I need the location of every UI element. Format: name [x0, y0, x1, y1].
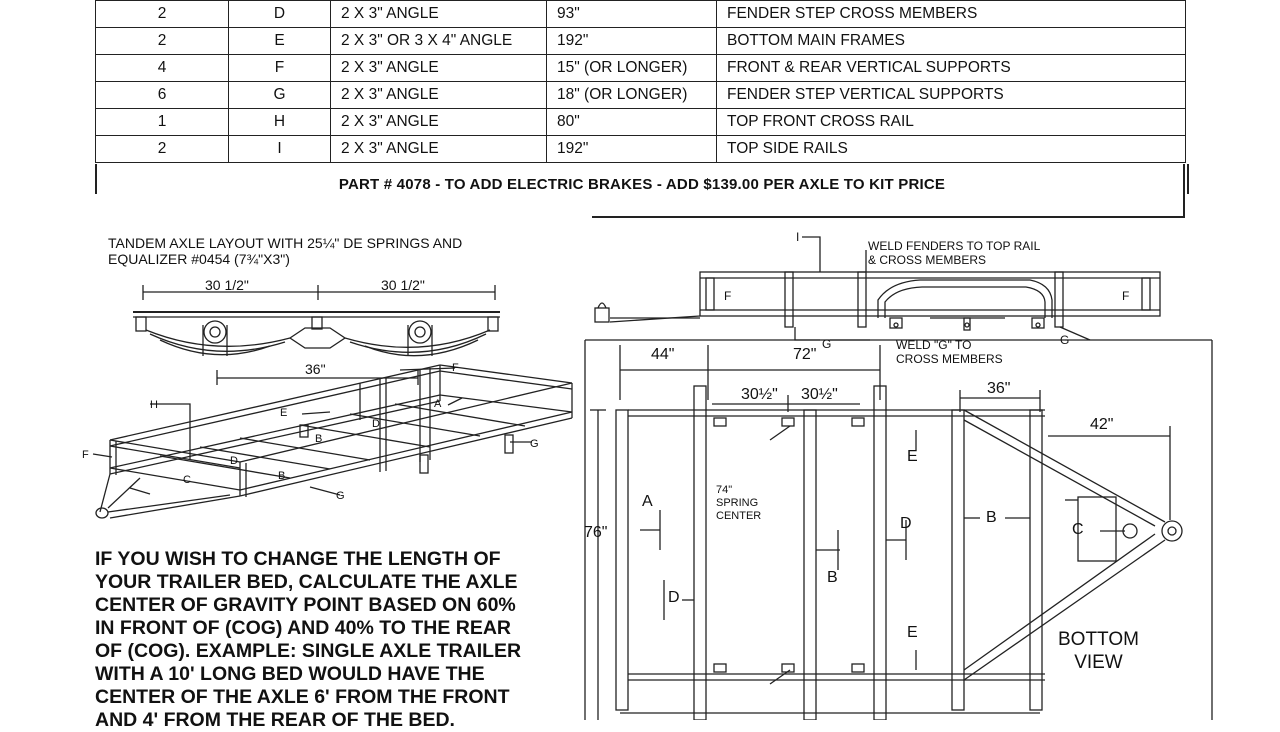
weld-g-line1: WELD "G" TO	[896, 338, 972, 352]
divider	[1183, 164, 1185, 218]
side-label-g-right: G	[1060, 333, 1070, 347]
iso-label-h: H	[150, 399, 158, 411]
brakes-note-box: PART # 4078 - TO ADD ELECTRIC BRAKES - A…	[95, 164, 1189, 194]
cog-note-line: IN FRONT OF (COG) AND 40% TO THE REAR	[95, 617, 512, 639]
plan-label-e-bottom: E	[907, 624, 918, 641]
bottom-view-diagram	[584, 339, 1213, 720]
iso-label-a: A	[434, 398, 442, 410]
plan-label-d-right: D	[900, 515, 912, 532]
table-cell-length: 15" (OR LONGER)	[546, 54, 717, 82]
cog-note-line: AND 4' FROM THE REAR OF THE BED.	[95, 709, 455, 731]
iso-label-g-right: G	[530, 438, 539, 450]
bottom-view-title: BOTTOM VIEW	[1058, 628, 1139, 674]
plan-label-a: A	[642, 493, 653, 510]
side-label-f-left: F	[724, 289, 732, 303]
dim-72: 72"	[793, 346, 817, 363]
table-cell-material: 2 X 3" ANGLE	[330, 135, 547, 163]
iso-label-f-left: F	[82, 449, 89, 461]
dim-30-b: 30½"	[801, 386, 838, 403]
plan-label-c: C	[1072, 521, 1084, 538]
plan-label-b-mid: B	[827, 569, 838, 586]
table-cell-length: 192"	[546, 27, 717, 55]
isometric-frame-diagram	[92, 364, 573, 519]
dim-36-plan: 36"	[987, 380, 1011, 397]
iso-label-c: C	[183, 474, 191, 486]
table-cell-part: E	[228, 27, 331, 55]
weld-g-line2: CROSS MEMBERS	[896, 352, 1003, 366]
dim-36: 36"	[305, 361, 326, 377]
table-cell-qty: 2	[95, 27, 229, 55]
table-cell-part: I	[228, 135, 331, 163]
table-cell-part: H	[228, 108, 331, 136]
table-cell-material: 2 X 3" OR 3 X 4" ANGLE	[330, 27, 547, 55]
spring-center-line2: SPRING	[716, 497, 759, 509]
iso-label-e: E	[280, 407, 288, 419]
cog-note-line: CENTER OF THE AXLE 6' FROM THE FRONT	[95, 686, 510, 708]
table-cell-description: TOP SIDE RAILS	[716, 135, 1186, 163]
iso-label-g-bottom: G	[336, 490, 345, 502]
plan-label-b-right: B	[986, 509, 997, 526]
tandem-caption-line1: TANDEM AXLE LAYOUT WITH 25¼" DE SPRINGS …	[108, 235, 463, 251]
table-cell-length: 18" (OR LONGER)	[546, 81, 717, 109]
side-label-f-right: F	[1122, 289, 1130, 303]
iso-label-f-top: F	[452, 362, 459, 374]
bottom-view-line2: VIEW	[1074, 652, 1123, 673]
iso-label-b-top: B	[315, 433, 323, 445]
spring-center-line3: CENTER	[716, 510, 762, 522]
table-cell-qty: 1	[95, 108, 229, 136]
cog-note-line: IF YOU WISH TO CHANGE THE LENGTH OF	[95, 548, 501, 570]
table-cell-length: 192"	[546, 135, 717, 163]
dim-30-right: 30 1/2"	[381, 277, 425, 293]
bottom-view-line1: BOTTOM	[1058, 629, 1139, 650]
plan-label-d-left: D	[668, 589, 680, 606]
brakes-note: PART # 4078 - TO ADD ELECTRIC BRAKES - A…	[338, 176, 946, 193]
tandem-axle-diagram	[133, 285, 500, 385]
tandem-caption-line2: EQUALIZER #0454 (7¾"X3")	[108, 251, 290, 267]
weld-fenders-line2: & CROSS MEMBERS	[868, 253, 987, 267]
dim-76: 76"	[584, 524, 608, 541]
dim-44: 44"	[651, 346, 675, 363]
table-cell-description: FENDER STEP CROSS MEMBERS	[716, 0, 1186, 28]
spring-center-line1: 74"	[716, 484, 733, 496]
dim-30-left: 30 1/2"	[205, 277, 249, 293]
iso-label-b-bottom: B	[278, 470, 286, 482]
dim-42: 42"	[1090, 416, 1114, 433]
cog-note-line: CENTER OF GRAVITY POINT BASED ON 60%	[95, 594, 516, 616]
dim-30-a: 30½"	[741, 386, 778, 403]
table-cell-description: FENDER STEP VERTICAL SUPPORTS	[716, 81, 1186, 109]
side-label-i: I	[796, 230, 800, 244]
iso-label-d-left: D	[230, 455, 238, 467]
plan-label-e-top: E	[907, 448, 918, 465]
cog-note-line: OF (COG). EXAMPLE: SINGLE AXLE TRAILER	[95, 640, 522, 662]
side-label-g-left: G	[822, 337, 832, 351]
cog-note-line: WITH A 10' LONG BED WOULD HAVE THE	[95, 663, 485, 685]
weld-fenders-line1: WELD FENDERS TO TOP RAIL	[868, 239, 1041, 253]
cog-note-line: YOUR TRAILER BED, CALCULATE THE AXLE	[95, 571, 518, 593]
iso-label-d-mid: D	[372, 418, 380, 430]
table-cell-material: 2 X 3" ANGLE	[330, 108, 547, 136]
divider	[592, 216, 1185, 218]
